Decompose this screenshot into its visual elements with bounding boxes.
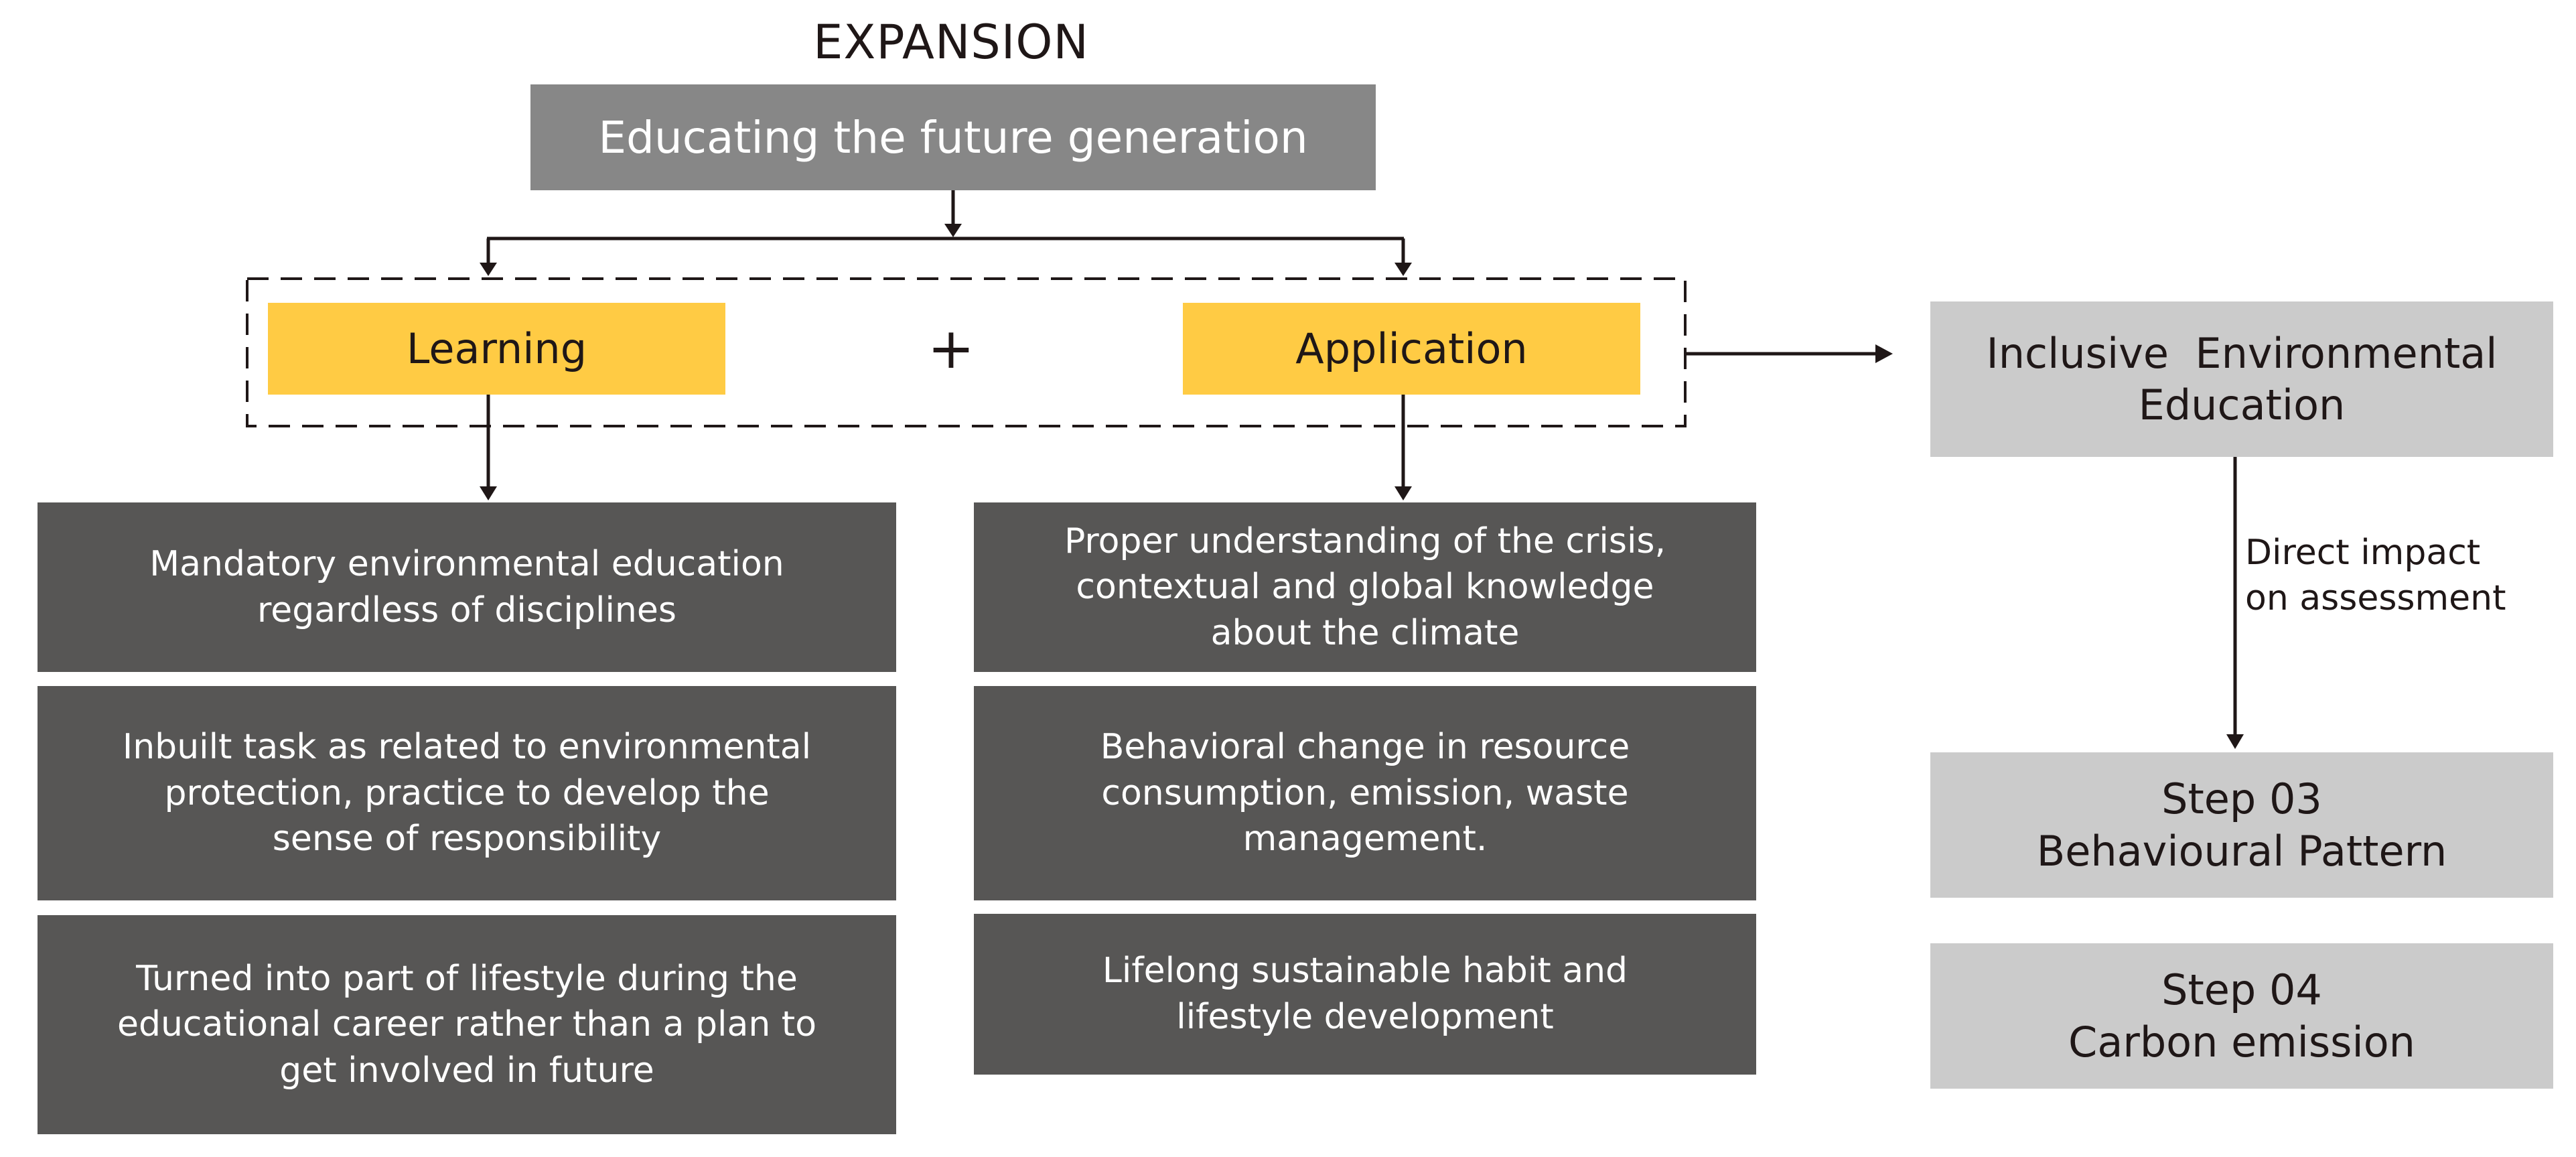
application-items-arrowhead: [1394, 486, 1412, 500]
application-item-line: Proper understanding of the crisis,: [1064, 521, 1666, 561]
inclusive-education-line: Inclusive Environmental: [1986, 328, 2498, 378]
step-04-line: Step 04: [2161, 965, 2322, 1014]
application-item-line: contextual and global knowledge: [1076, 567, 1654, 608]
application-item-line: lifestyle development: [1176, 997, 1554, 1037]
learning-item: Turned into part of lifestyle during the…: [38, 915, 896, 1134]
application-item-line: management.: [1242, 819, 1488, 860]
inclusive-arrowhead: [1875, 344, 1893, 363]
learning-item-line: sense of responsibility: [272, 819, 662, 860]
application-node-label: Application: [1295, 324, 1528, 373]
root-node-label: Educating the future generation: [598, 111, 1308, 163]
application-item-line: about the climate: [1210, 612, 1520, 653]
learning-node: Learning: [268, 303, 725, 395]
edge-label-direct-impact: Direct impact on assessment: [2245, 531, 2560, 631]
application-arrowhead: [1394, 263, 1412, 276]
learning-item: Inbuilt task as related to environmental…: [38, 686, 896, 900]
learning-item-line: get involved in future: [279, 1050, 654, 1091]
plus-operator: +: [927, 316, 975, 381]
learning-item-line: regardless of disciplines: [257, 590, 676, 630]
step03-arrowhead: [2226, 734, 2244, 749]
step-03-node: Step 03 Behavioural Pattern: [1930, 752, 2553, 898]
learning-item-line: Mandatory environmental education: [149, 543, 784, 584]
learning-item: Mandatory environmental education regard…: [38, 502, 896, 672]
application-node: Application: [1183, 303, 1640, 395]
edge-label-line: on assessment: [2245, 577, 2506, 618]
learning-node-label: Learning: [406, 324, 587, 373]
edge-label-line: Direct impact: [2245, 533, 2481, 573]
application-item: Proper understanding of the crisis, cont…: [974, 502, 1756, 672]
application-item: Lifelong sustainable habit and lifestyle…: [974, 914, 1756, 1075]
application-item-line: Lifelong sustainable habit and: [1102, 951, 1628, 992]
application-item-line: consumption, emission, waste: [1101, 772, 1629, 813]
inclusive-education-line: Education: [2138, 381, 2346, 429]
root-node: Educating the future generation: [530, 84, 1376, 190]
learning-arrowhead: [480, 263, 497, 276]
root-arrowhead: [944, 224, 962, 237]
learning-items-arrowhead: [480, 486, 497, 500]
application-item-line: Behavioral change in resource: [1100, 727, 1630, 768]
inclusive-education-node: Inclusive Environmental Education: [1930, 301, 2553, 457]
learning-item-line: educational career rather than a plan to: [117, 1004, 817, 1045]
step-03-line: Behavioural Pattern: [2036, 826, 2447, 876]
step-04-line: Carbon emission: [2068, 1017, 2415, 1067]
learning-item-line: Inbuilt task as related to environmental: [122, 727, 812, 768]
step-04-node: Step 04 Carbon emission: [1930, 943, 2553, 1089]
diagram-title: EXPANSION: [813, 15, 1089, 70]
step-03-line: Step 03: [2161, 774, 2322, 823]
learning-item-line: Turned into part of lifestyle during the: [136, 958, 798, 999]
learning-item-line: protection, practice to develop the: [164, 772, 770, 813]
application-item: Behavioral change in resource consumptio…: [974, 686, 1756, 900]
